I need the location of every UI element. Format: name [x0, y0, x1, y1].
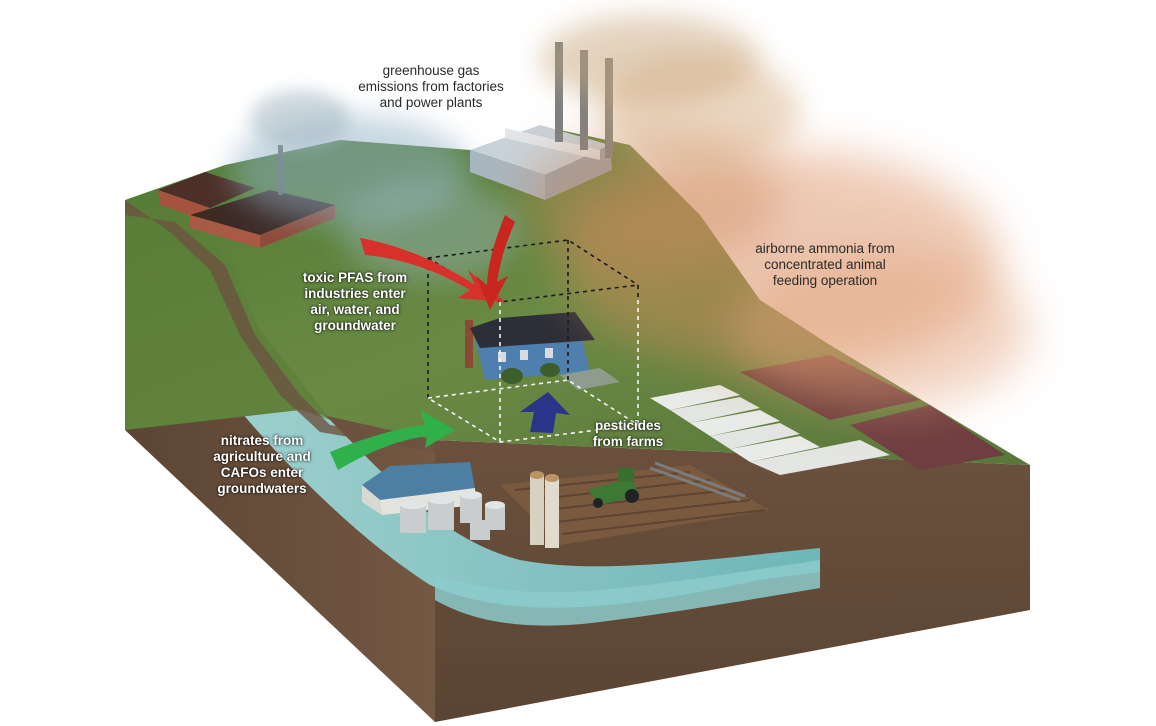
label-line: concentrated animal — [764, 257, 886, 272]
label-line: pesticides — [594, 418, 662, 433]
label-line: greenhouse gas — [382, 63, 480, 78]
cafo-barns — [650, 385, 890, 475]
tractor — [588, 461, 746, 508]
label-line: feeding operation — [772, 273, 878, 288]
grain-silos — [400, 471, 559, 548]
label-line: agriculture and — [213, 449, 311, 464]
pfas-label: toxic PFAS from industries enter air, wa… — [280, 270, 430, 334]
pfas-arrow-top — [476, 215, 515, 310]
groundwater-front — [435, 560, 820, 626]
ammonia-label: airborne ammonia from concentrated anima… — [725, 241, 925, 289]
nitrate-arrow — [330, 410, 455, 470]
label-line: CAFOs enter — [220, 465, 304, 480]
pesticides-label: pesticides from farms — [578, 418, 678, 450]
label-line: toxic PFAS from — [302, 270, 408, 285]
house-boundary-box — [425, 239, 641, 443]
greenhouse-gas-label: greenhouse gas emissions from factories … — [336, 63, 526, 111]
label-line: airborne ammonia from — [755, 241, 895, 256]
label-line: nitrates from — [220, 433, 304, 448]
house — [465, 312, 620, 390]
label-line: groundwaters — [217, 481, 307, 496]
label-line: groundwater — [314, 318, 396, 333]
label-line: industries enter — [304, 286, 406, 301]
groundwater-layer — [235, 398, 820, 608]
pesticide-arrow — [520, 392, 570, 433]
pfas-arrow-left — [360, 238, 505, 302]
emission-plumes — [230, 15, 1030, 410]
label-line: emissions from factories — [358, 79, 504, 94]
label-line: and power plants — [379, 95, 483, 110]
pfas-arrows — [360, 215, 515, 310]
label-line: air, water, and — [310, 302, 400, 317]
label-line: from farms — [592, 434, 664, 449]
nitrates-label: nitrates from agriculture and CAFOs ente… — [198, 433, 326, 497]
